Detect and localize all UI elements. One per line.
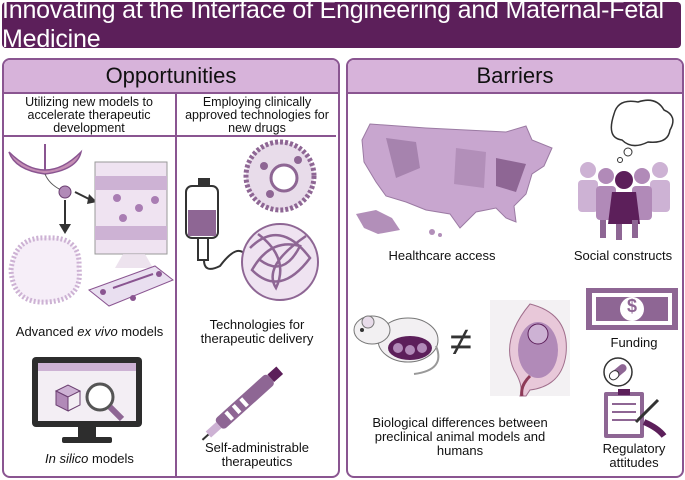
self-admin-label: Self-administrable therapeutics: [204, 440, 310, 469]
regulatory-clipboard-icon: [603, 357, 667, 438]
page-title: Innovating at the Interface of Engineeri…: [2, 0, 664, 53]
in-silico-label: In silico models: [4, 452, 175, 466]
right-column-rule: [177, 135, 336, 137]
ex-vivo-em: ex vivo: [77, 324, 118, 339]
new-models-heading: Utilizing new models to accelerate thera…: [25, 95, 153, 135]
social-label: Social constructs: [573, 248, 673, 263]
ex-vivo-label: Advanced ex vivo models: [4, 325, 175, 339]
ex-vivo-pre: Advanced: [15, 324, 78, 339]
regulatory-label: Regulatory attitudes: [602, 441, 666, 470]
funding-money-icon: [586, 288, 678, 330]
ex-vivo-post: models: [117, 324, 164, 339]
in-silico-post: models: [88, 451, 134, 466]
in-silico-em: In silico: [45, 451, 89, 466]
left-column-rule: [4, 135, 175, 137]
not-equal-symbol: ≠: [450, 320, 472, 364]
computer-monitor-icon: [32, 357, 142, 443]
mouse-icon: [353, 315, 440, 375]
biological-label: Biological differences between preclinic…: [372, 415, 548, 458]
opportunities-heading: Opportunities: [4, 60, 338, 94]
ex-vivo-model-illustration: [8, 144, 174, 307]
pen-injector-icon: [201, 366, 284, 441]
opportunities-column-divider: [175, 92, 177, 476]
healthcare-label: Healthcare access: [388, 248, 496, 263]
funding-label: Funding: [610, 335, 658, 350]
drug-delivery-illustration: [185, 139, 319, 301]
approved-tech-heading: Employing clinically approved technologi…: [185, 95, 329, 135]
social-constructs-illustration: [578, 99, 674, 240]
title-banner: Innovating at the Interface of Engineeri…: [2, 0, 681, 53]
delivery-label: Technologies for therapeutic delivery: [200, 317, 314, 346]
fetus-illustration: [490, 300, 570, 397]
us-map-illustration: [356, 123, 553, 237]
dollar-symbol: $: [626, 296, 637, 316]
barriers-heading: Barriers: [348, 60, 682, 94]
